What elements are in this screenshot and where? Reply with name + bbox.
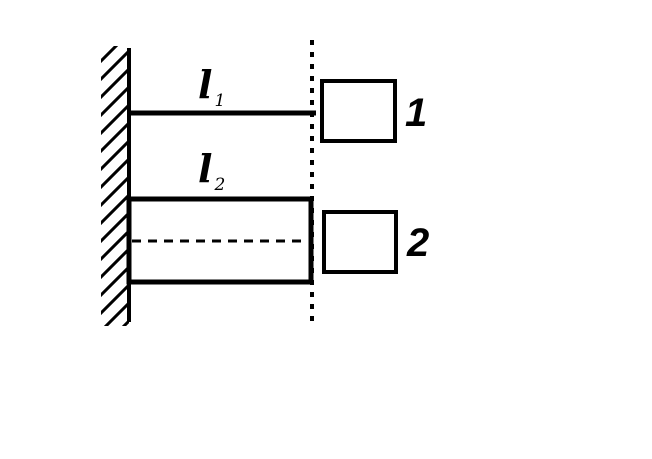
- block-1-label: 1: [405, 91, 428, 135]
- block-2: [322, 210, 398, 274]
- rod-1-length-subscript: 1: [214, 91, 226, 111]
- rod-2-length-symbol: l: [198, 146, 213, 191]
- block-2-label: 2: [407, 221, 430, 265]
- rod-1-length-symbol: l: [198, 62, 213, 107]
- wall-hatching: [101, 46, 129, 326]
- rod-2-length-subscript: 2: [214, 175, 226, 195]
- block-1: [320, 79, 397, 143]
